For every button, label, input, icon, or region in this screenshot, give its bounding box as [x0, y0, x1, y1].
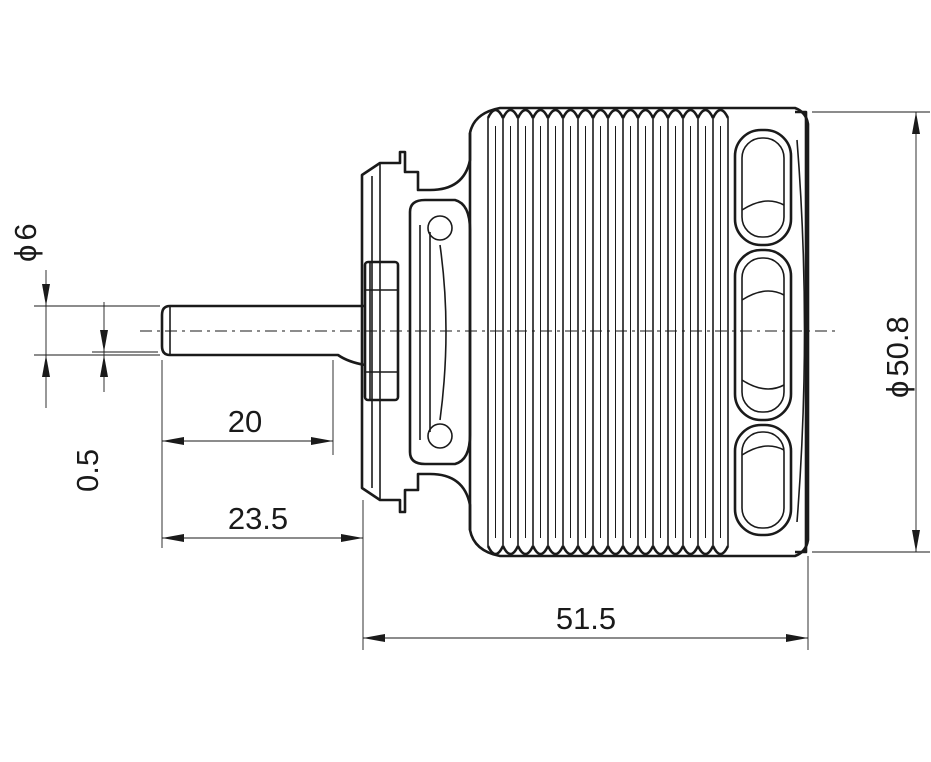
fin-crest: [561, 545, 580, 556]
fin-crest: [651, 545, 670, 556]
fin-crest: [501, 545, 520, 556]
fin-crest: [531, 108, 550, 119]
shaft-length-value: 20: [228, 404, 262, 439]
fin-crest: [696, 108, 715, 119]
fin-crest: [711, 545, 730, 556]
fin-crest: [606, 545, 625, 556]
fin-crest: [636, 108, 655, 119]
shaft-step-value: 0.5: [70, 449, 105, 492]
fin-crest: [486, 108, 505, 119]
fin-crest: [606, 108, 625, 119]
fin-crest: [621, 545, 640, 556]
diameter-symbol: ϕ: [880, 381, 915, 398]
diameter-symbol: ϕ: [8, 245, 43, 262]
fin-crest: [486, 545, 505, 556]
body-diameter-value: 50.8: [880, 316, 915, 376]
shaft-diameter-label: ϕ6: [8, 223, 43, 262]
fin-crest: [621, 108, 640, 119]
fin-crest: [636, 545, 655, 556]
fin-crest: [546, 545, 565, 556]
fin-crest: [501, 108, 520, 119]
fin-crest: [666, 108, 685, 119]
shaft-diameter-value: 6: [8, 223, 43, 240]
svg-text:ϕ6: ϕ6: [8, 223, 43, 262]
fin-crest: [591, 108, 610, 119]
fin-crest: [561, 108, 580, 119]
motor-shaft: [160, 304, 366, 367]
dimension-labels: ϕ6 0.5 20 23.5 51.5 ϕ50.8: [8, 223, 915, 636]
fin-crest: [531, 545, 550, 556]
fin-crest: [591, 545, 610, 556]
cooling-fins: [486, 108, 730, 556]
fin-crest: [666, 545, 685, 556]
fin-crest: [696, 545, 715, 556]
body-length-value: 51.5: [556, 601, 616, 636]
svg-text:ϕ50.8: ϕ 50.8: [880, 316, 915, 398]
fin-crest: [576, 108, 595, 119]
fin-crest: [681, 108, 700, 119]
shaft-total-value: 23.5: [228, 501, 288, 536]
fin-crest: [546, 108, 565, 119]
fin-crest: [711, 108, 730, 119]
body-diameter-label: ϕ 50.8: [880, 316, 915, 398]
dimension-lines: [34, 111, 930, 650]
motor-outline: [360, 106, 810, 558]
fin-crest: [681, 545, 700, 556]
fin-crest: [516, 108, 535, 119]
cooling-windows: [733, 128, 793, 537]
fin-crest: [576, 545, 595, 556]
fin-crest: [516, 545, 535, 556]
shaft-step-label: 0.5: [70, 449, 105, 492]
dimension-arrows: [42, 112, 920, 642]
fin-crest: [651, 108, 670, 119]
